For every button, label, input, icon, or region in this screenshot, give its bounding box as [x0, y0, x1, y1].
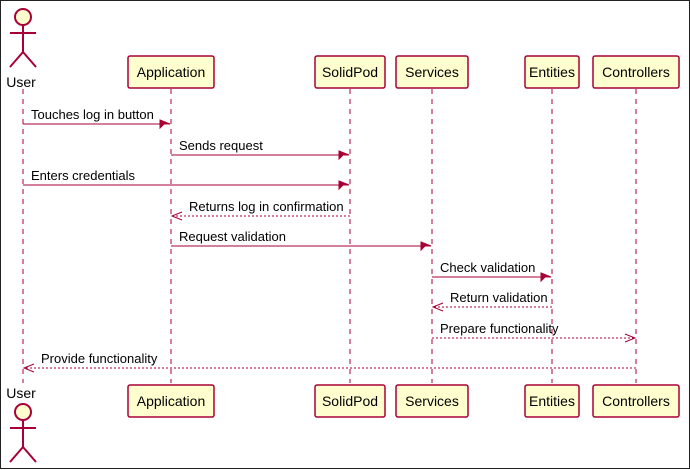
message-arrowhead-8: [624, 333, 637, 343]
message-label-9: Provide functionality: [41, 351, 158, 366]
message-arrowhead-6: [540, 272, 552, 283]
participant-box-svc-top: [395, 55, 469, 89]
message-label-8: Prepare functionality: [440, 321, 559, 336]
actor-head-icon-top: [14, 8, 32, 26]
participant-box-app-top: [127, 55, 215, 89]
participant-label-ent-top: Entities: [529, 64, 575, 80]
message-label-5: Request validation: [179, 229, 286, 244]
participant-label-app-top: Application: [137, 64, 206, 80]
participant-box-ent-top: [524, 55, 580, 89]
participant-label-app-bottom: Application: [137, 393, 206, 409]
participant-label-svc-top: Services: [405, 64, 459, 80]
actor-leg-right-bottom: [22, 446, 37, 463]
actor-leg-right-top: [22, 51, 37, 68]
participant-box-svc-bottom: [395, 384, 469, 418]
actor-leg-left-top: [9, 51, 24, 68]
message-label-6: Check validation: [440, 260, 535, 275]
message-arrowhead-3: [338, 180, 350, 191]
participant-label-ctl-top: Controllers: [602, 64, 670, 80]
message-arrowhead-5: [420, 241, 432, 252]
participant-label-pod-top: SolidPod: [322, 64, 378, 80]
participant-label-pod-bottom: SolidPod: [322, 393, 378, 409]
participant-label-svc-bottom: Services: [405, 393, 459, 409]
actor-leg-left-bottom: [9, 446, 24, 463]
message-arrowhead-1: [159, 119, 171, 130]
actor-label-top: User: [6, 74, 36, 90]
message-arrowhead-9: [22, 363, 35, 373]
participant-box-pod-top: [314, 55, 386, 89]
actor-head-icon-bottom: [14, 403, 32, 421]
message-label-7: Return validation: [450, 290, 548, 305]
participant-label-ent-bottom: Entities: [529, 393, 575, 409]
participant-label-ctl-bottom: Controllers: [602, 393, 670, 409]
actor-label-bottom: User: [6, 385, 36, 401]
participant-box-ctl-bottom: [592, 384, 680, 418]
participant-box-app-bottom: [127, 384, 215, 418]
message-label-3: Enters credentials: [31, 168, 136, 183]
message-arrowhead-2: [338, 150, 350, 161]
message-label-4: Returns log in confirmation: [189, 199, 344, 214]
message-arrowhead-4: [170, 211, 183, 221]
message-label-1: Touches log in button: [31, 107, 154, 122]
participant-box-ent-bottom: [524, 384, 580, 418]
message-arrowhead-7: [431, 302, 444, 312]
participant-box-pod-bottom: [314, 384, 386, 418]
participant-box-ctl-top: [592, 55, 680, 89]
message-label-2: Sends request: [179, 138, 263, 153]
